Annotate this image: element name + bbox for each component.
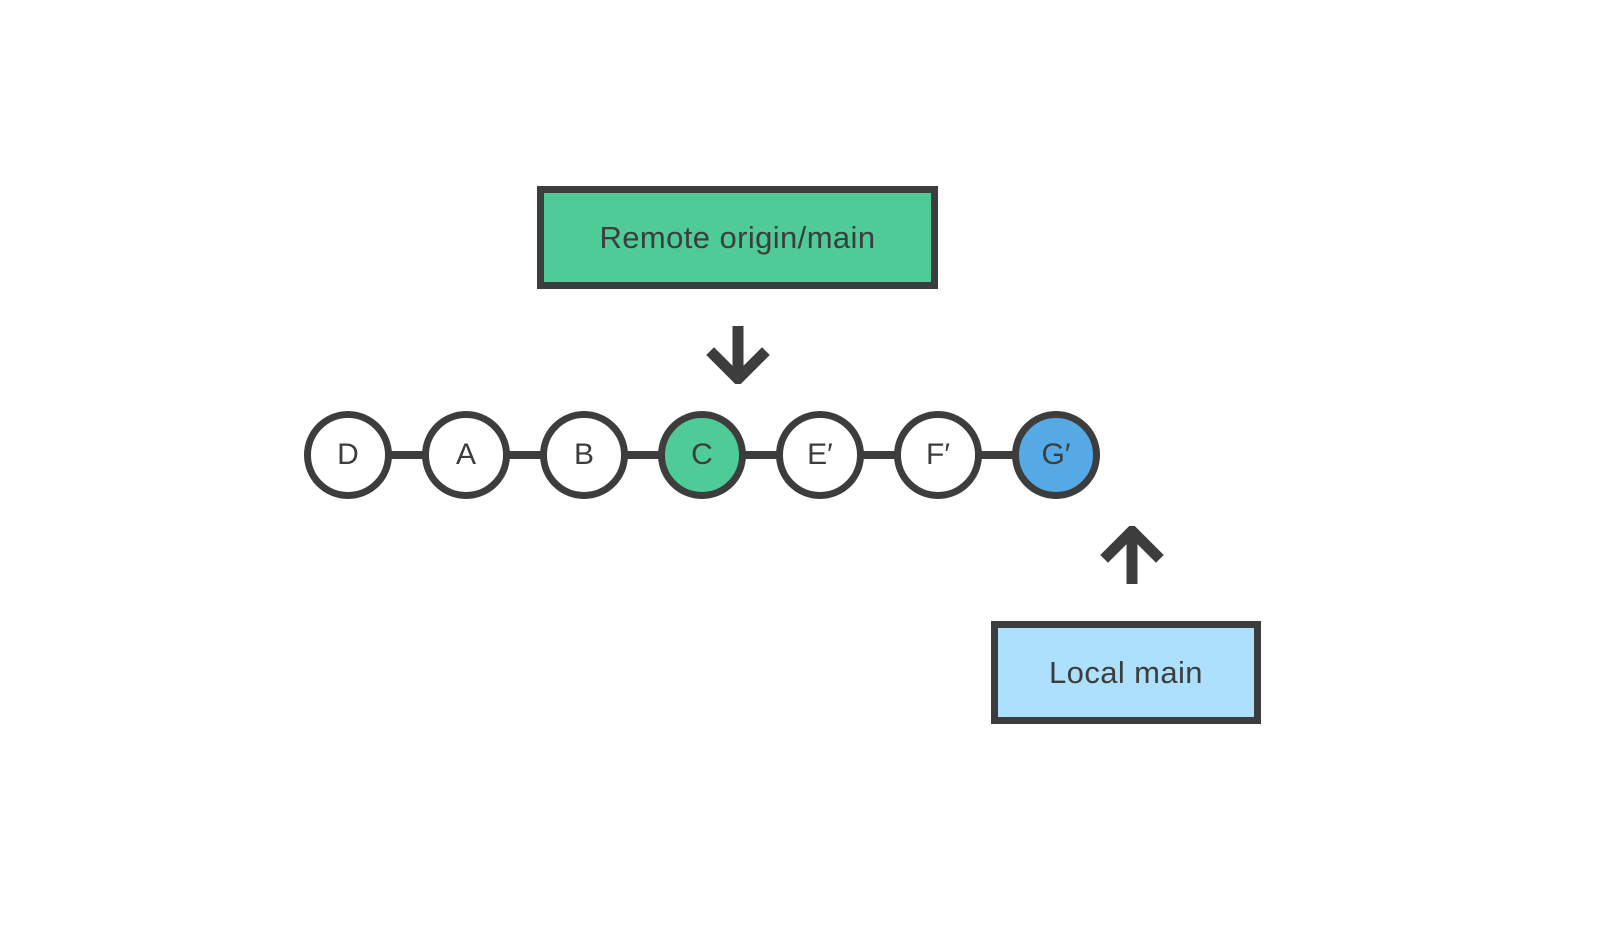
commit-node-label: B — [573, 438, 594, 471]
commit-node-b[interactable]: B — [540, 411, 628, 499]
commit-node-f-prime[interactable]: F′ — [894, 411, 982, 499]
commit-node-a[interactable]: A — [422, 411, 510, 499]
commit-node-label: G′ — [1041, 438, 1071, 471]
commit-chain: D A B C E′ F′ G′ — [304, 411, 1100, 499]
commit-connector — [740, 451, 782, 459]
commit-node-label: C — [691, 438, 713, 471]
commit-node-label: D — [337, 438, 359, 471]
local-branch-label-box: Local main — [991, 621, 1261, 724]
commit-connector — [386, 451, 428, 459]
local-branch-label-text: Local main — [1049, 654, 1203, 690]
remote-branch-label-text: Remote origin/main — [599, 219, 876, 255]
commit-node-e-prime[interactable]: E′ — [776, 411, 864, 499]
arrow-up-icon — [1096, 523, 1168, 593]
commit-connector — [858, 451, 900, 459]
commit-node-g-prime[interactable]: G′ — [1012, 411, 1100, 499]
commit-node-label: E′ — [807, 438, 833, 471]
remote-branch-label-box: Remote origin/main — [537, 186, 938, 289]
arrow-down-icon — [702, 322, 774, 389]
commit-node-c[interactable]: C — [658, 411, 746, 499]
commit-node-label: F′ — [926, 438, 950, 471]
commit-connector — [622, 451, 664, 459]
commit-connector — [976, 451, 1018, 459]
commit-node-label: A — [455, 438, 476, 471]
commit-connector — [504, 451, 546, 459]
commit-node-d[interactable]: D — [304, 411, 392, 499]
